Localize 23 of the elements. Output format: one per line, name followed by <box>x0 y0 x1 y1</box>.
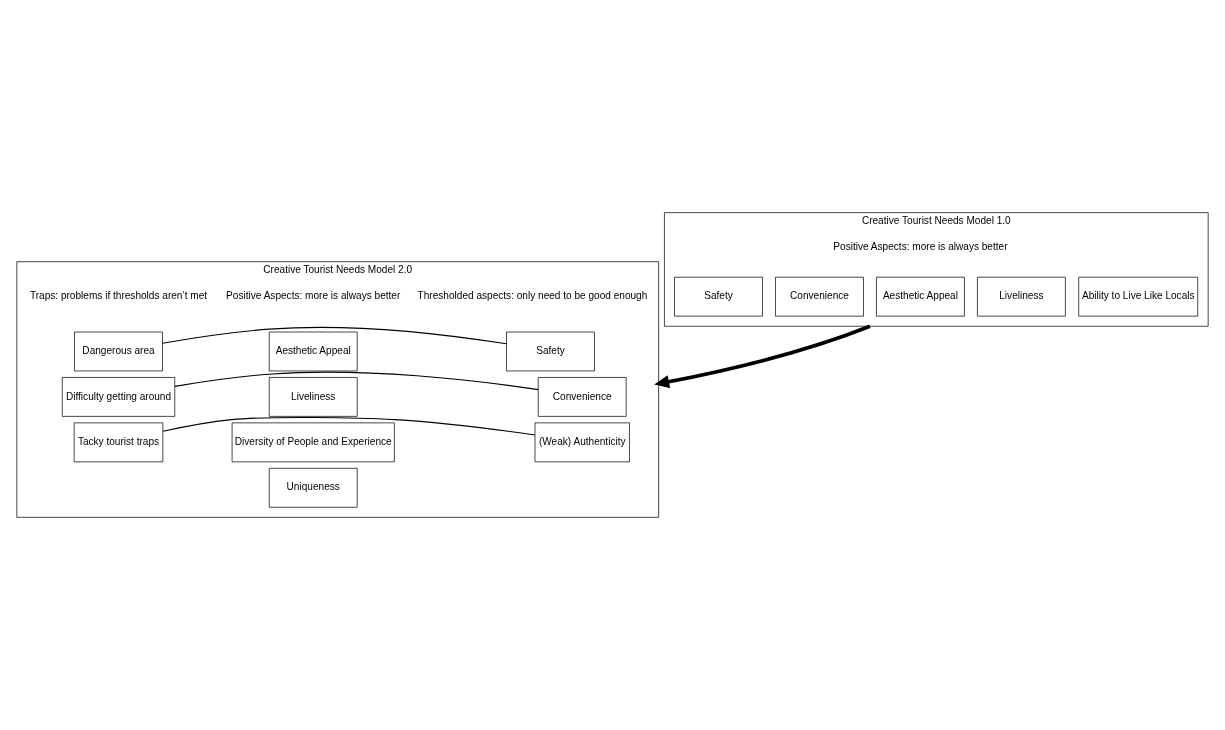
node-box: Aesthetic Appeal <box>268 331 358 372</box>
node-box: Diversity of People and Experience <box>231 422 395 463</box>
node-box: Difficulty getting around <box>61 377 176 417</box>
node-box: Uniqueness <box>268 467 358 508</box>
node-box: Safety <box>674 276 763 317</box>
label: Traps: problems if thresholds aren’t met <box>29 290 208 302</box>
connector <box>162 416 536 436</box>
node-box: Convenience <box>775 276 864 317</box>
arrow <box>654 324 871 389</box>
node-box: Ability to Live Like Locals <box>1078 276 1199 317</box>
node-box: Liveliness <box>268 377 358 417</box>
label: Positive Aspects: more is always better <box>833 241 1008 253</box>
node-box: Tacky tourist traps <box>73 422 164 463</box>
label: Positive Aspects: more is always better <box>226 290 401 302</box>
node-box: Convenience <box>537 377 627 417</box>
node-box: Safety <box>506 331 595 372</box>
connector <box>161 326 507 345</box>
node-box: Aesthetic Appeal <box>876 276 965 317</box>
node-box: Dangerous area <box>74 331 163 372</box>
node-box: Liveliness <box>977 276 1066 317</box>
connector <box>174 371 539 391</box>
node-box: (Weak) Authenticity <box>534 422 630 463</box>
label: Thresholded aspects: only need to be good enough <box>417 290 648 302</box>
